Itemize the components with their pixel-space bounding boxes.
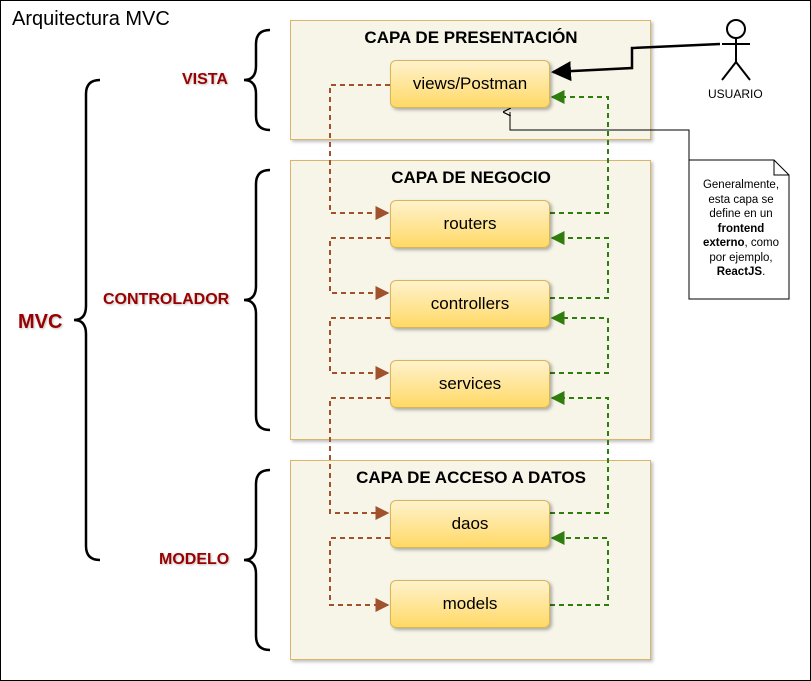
label-modelo: MODELO <box>159 551 230 568</box>
response-arrow-routers-views <box>550 90 609 214</box>
label-vista: VISTA <box>182 71 228 88</box>
request-arrow-services-daos <box>329 397 390 520</box>
note-connector <box>510 112 690 185</box>
layer-presentacion: CAPA DE PRESENTACIÓN <box>290 20 651 140</box>
response-arrow-daos-services <box>550 391 609 514</box>
request-arrow-routers-controllers <box>329 237 390 300</box>
user-arrow <box>551 42 721 82</box>
response-arrow-models-daos <box>550 531 609 606</box>
note-text: Generalmente, esta capa se define en un … <box>695 178 787 280</box>
request-arrow-daos-models <box>329 537 390 612</box>
user-label: USUARIO <box>708 87 763 101</box>
brace-modelo <box>243 468 271 652</box>
response-arrow-controllers-routers <box>550 231 609 299</box>
brace-vista <box>243 28 271 132</box>
note: Generalmente, esta capa se define en un … <box>689 160 789 299</box>
request-arrow-controllers-services <box>329 317 390 380</box>
response-arrow-services-controllers <box>550 311 609 374</box>
node-controllers: controllers <box>390 280 550 328</box>
note-text-part2: , como por ejemplo, <box>709 237 780 264</box>
node-models: models <box>390 580 550 628</box>
diagram-title: Arquitectura MVC <box>12 8 170 30</box>
layer-datos-title: CAPA DE ACCESO A DATOS <box>356 468 586 487</box>
note-text-bold1: frontend externo <box>702 222 765 250</box>
layer-presentacion-title: CAPA DE PRESENTACIÓN <box>364 28 578 47</box>
node-services: services <box>390 360 550 408</box>
note-shape <box>688 159 790 300</box>
note-text-part1: Generalmente, esta capa se define en un <box>702 179 780 220</box>
layer-datos: CAPA DE ACCESO A DATOS <box>290 460 651 660</box>
label-mvc: MVC <box>18 311 63 333</box>
layer-negocio-title: CAPA DE NEGOCIO <box>391 168 551 187</box>
label-controlador: CONTROLADOR <box>103 291 230 308</box>
note-text-bold2: ReactJS <box>716 266 763 278</box>
brace-controlador <box>243 168 271 432</box>
node-daos: daos <box>390 500 550 548</box>
note-text-part3: . <box>762 266 766 278</box>
node-routers: routers <box>390 200 550 248</box>
brace-mvc <box>73 78 101 562</box>
node-views: views/Postman <box>390 60 550 108</box>
request-arrow-views-routers <box>329 84 390 220</box>
user-actor-icon <box>721 19 751 81</box>
